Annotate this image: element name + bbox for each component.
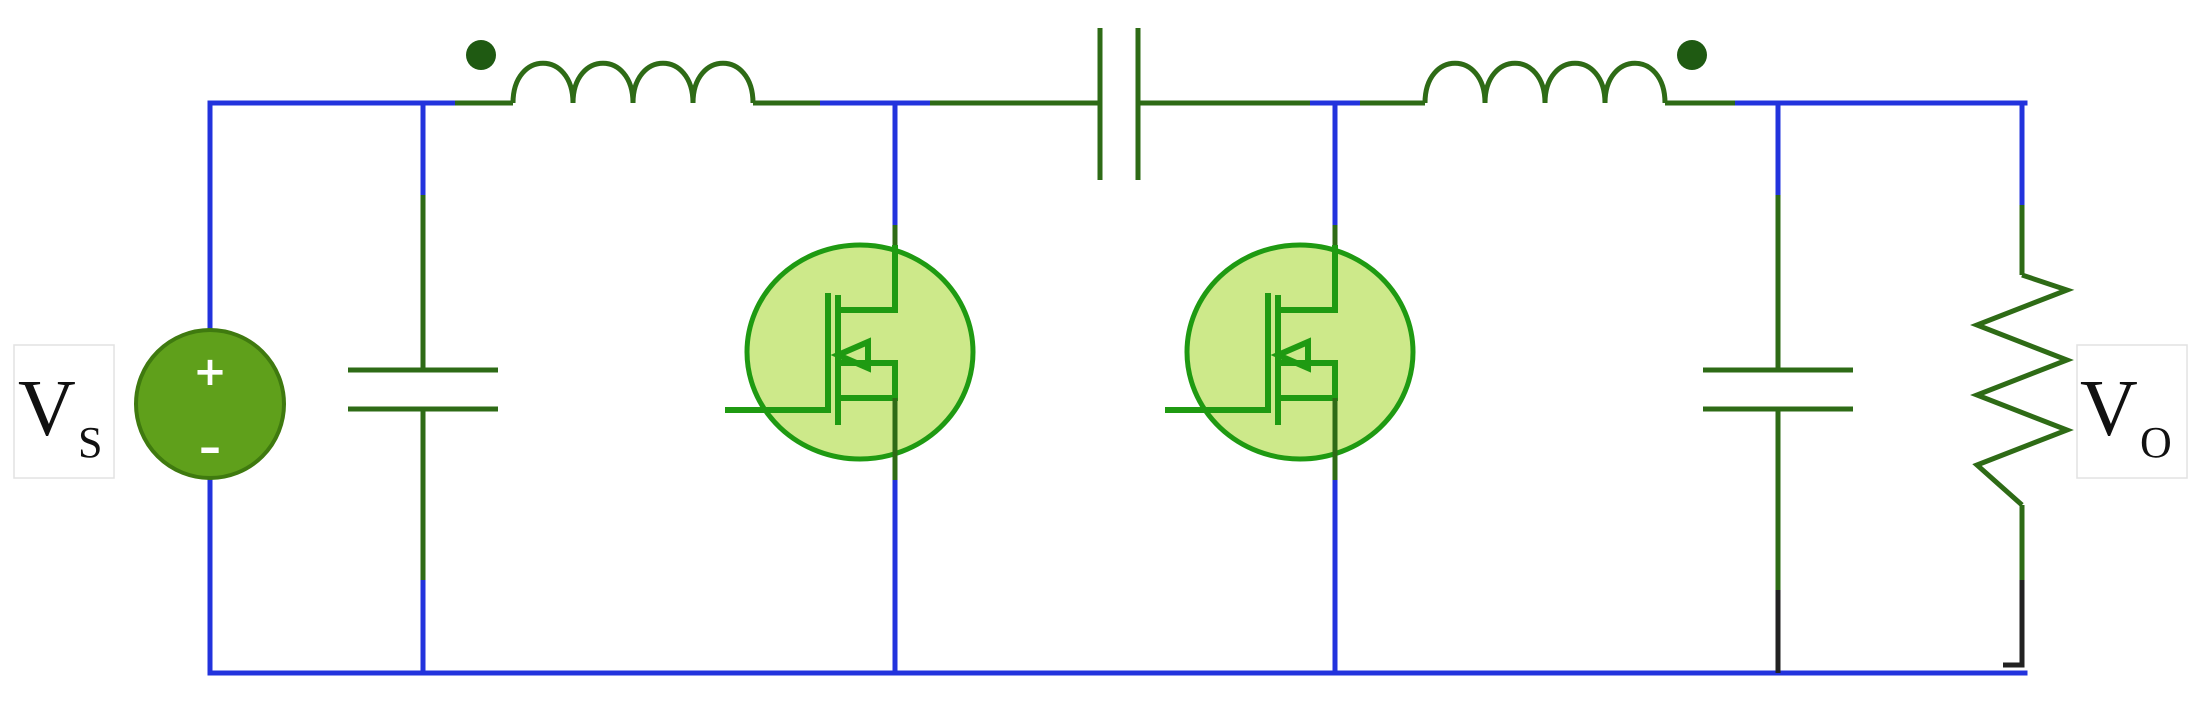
coupling-capacitor-icon [930,28,1310,180]
input-voltage-subscript: S [78,418,102,467]
source-minus-sign: – [199,422,221,473]
input-voltage-label: V S [13,344,115,479]
output-voltage-subscript: O [2140,418,2172,467]
polarity-dot-icon-left [466,40,496,70]
inductor-icon-left [455,60,820,106]
mosfet-icon-right [1165,225,1416,480]
output-voltage-label: V O [2076,344,2188,479]
output-voltage-symbol: V [2080,365,2138,453]
input-capacitor-icon [348,195,498,580]
source-plus-sign: + [193,349,227,395]
wire-network [207,100,2028,676]
output-capacitor-icon [1703,195,1853,673]
resistor-icon [1970,205,2075,668]
inductor-icon-right [1360,60,1735,106]
polarity-dot-icon-right [1677,40,1707,70]
mosfet-icon-left [725,225,976,480]
input-voltage-symbol: V [18,365,76,453]
voltage-source-icon: + – [134,328,286,480]
